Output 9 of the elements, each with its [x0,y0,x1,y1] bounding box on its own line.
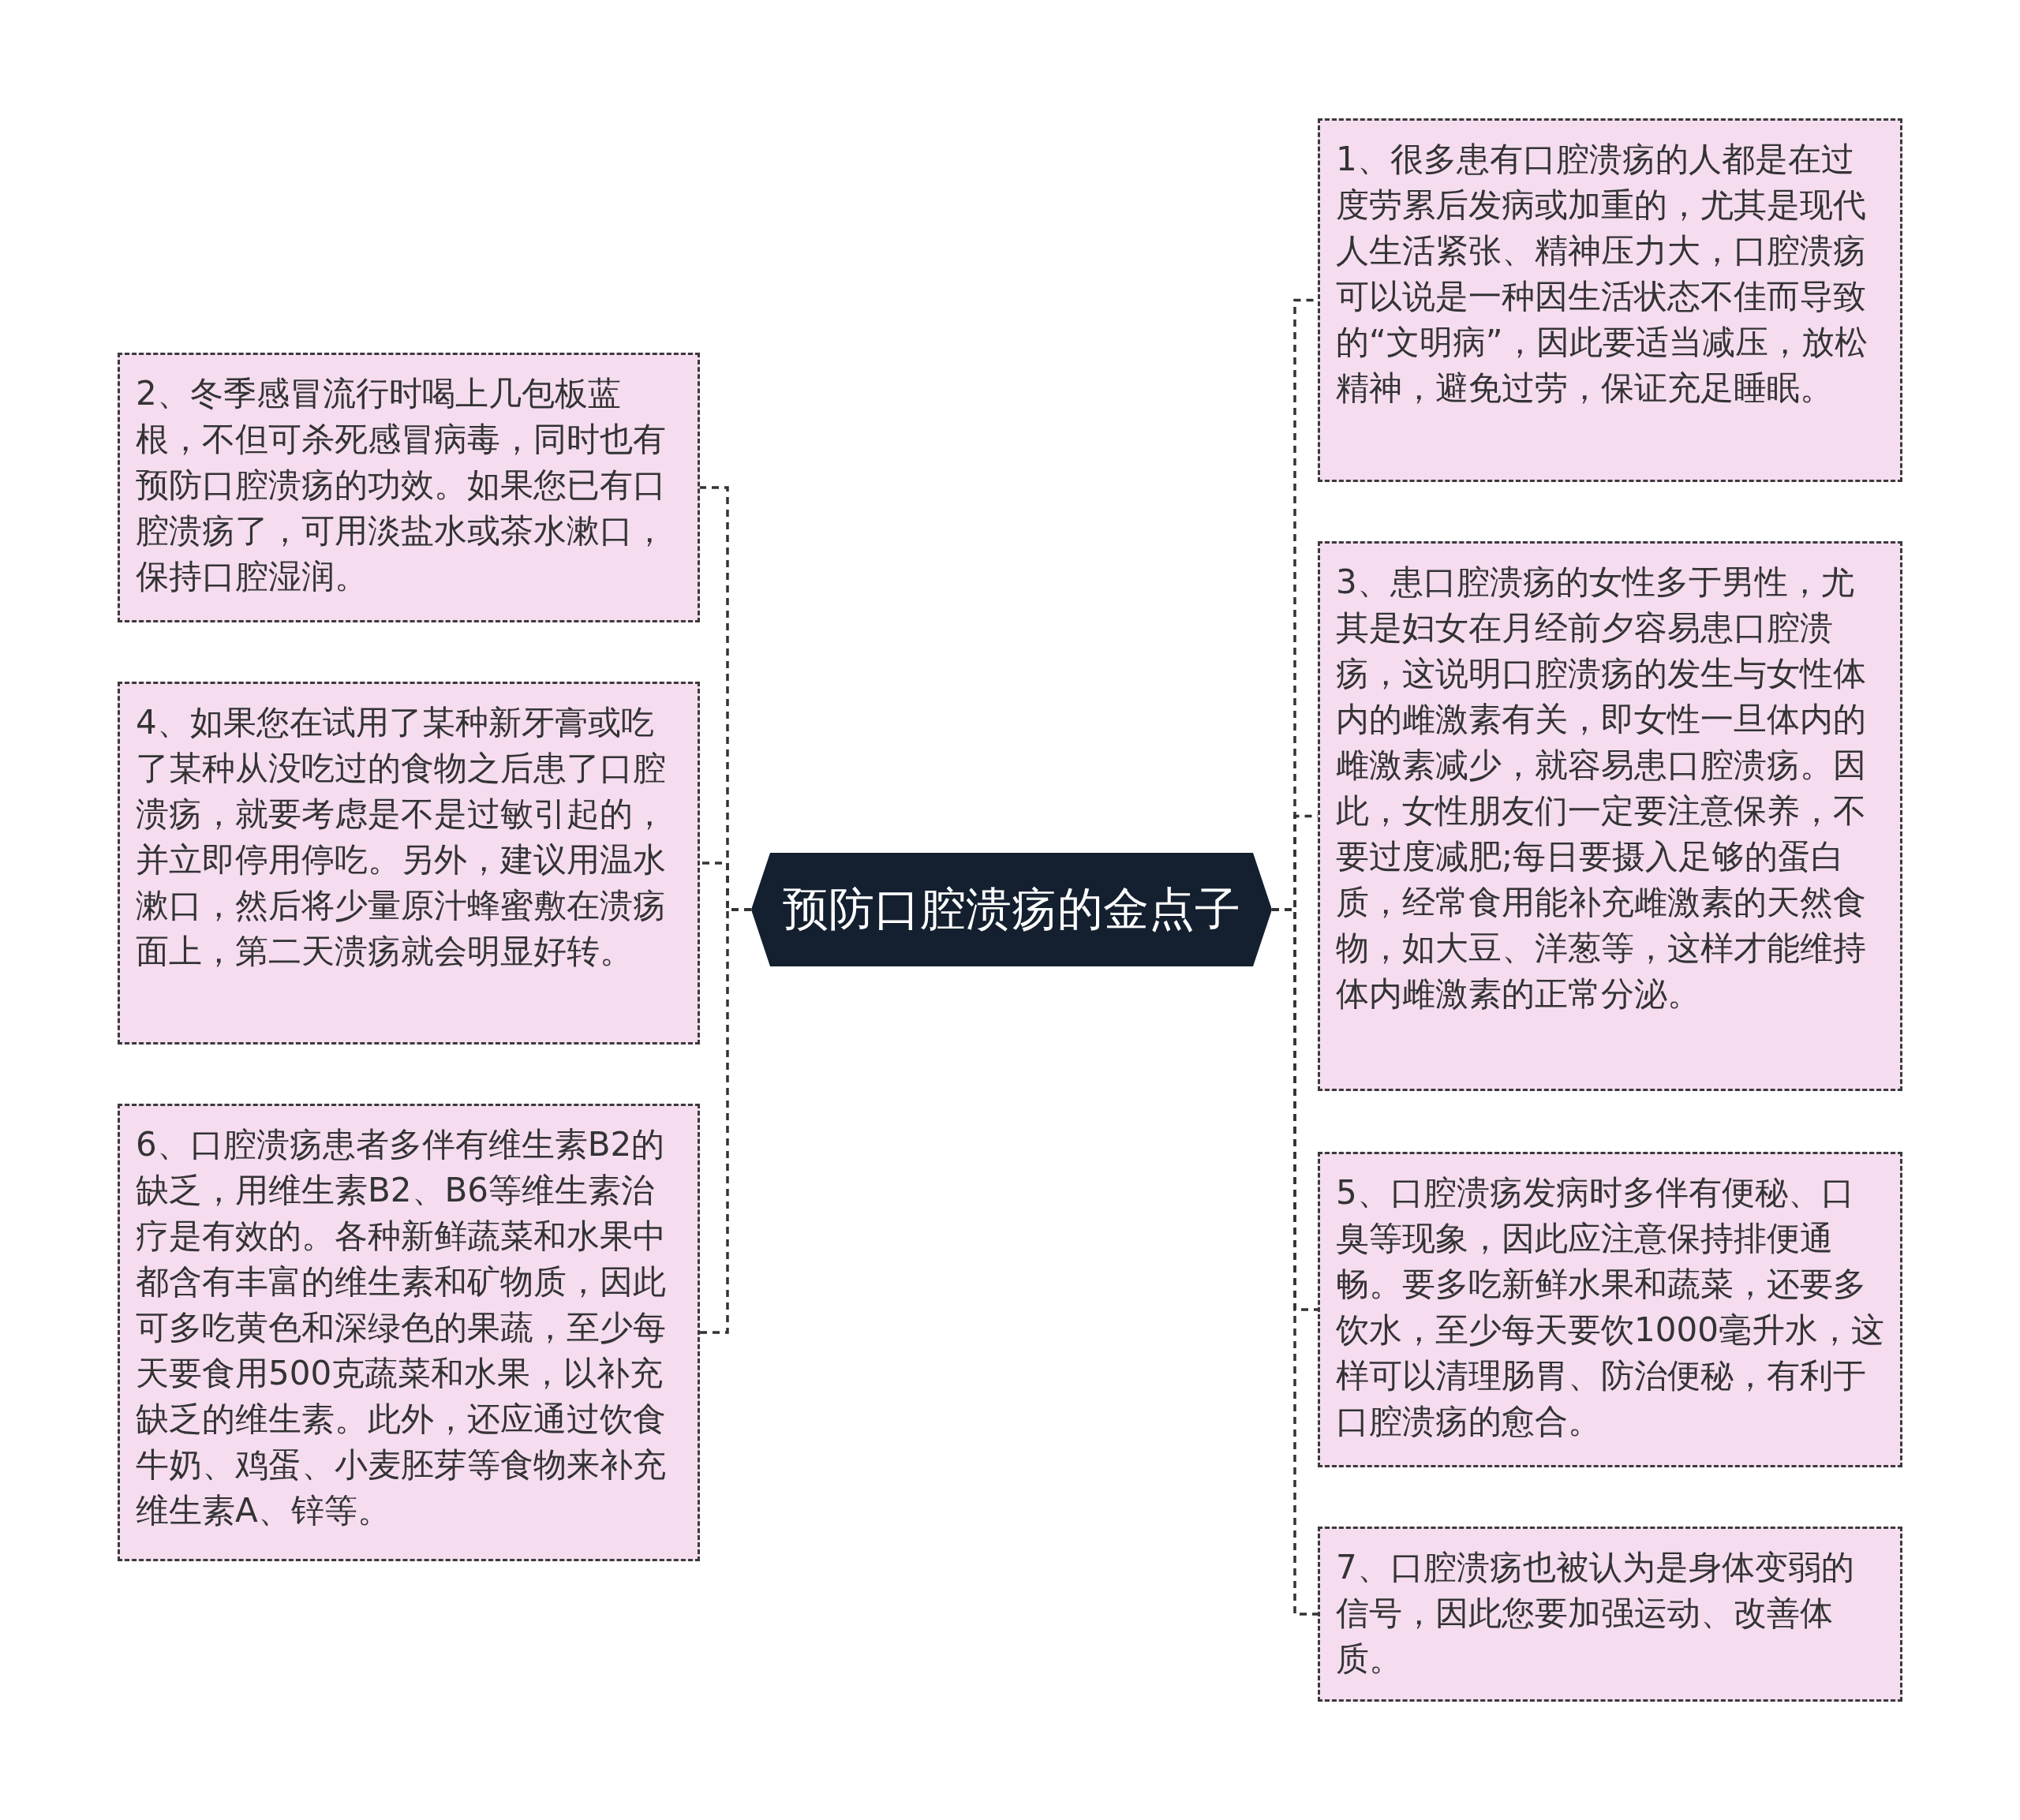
text-box: 4、如果您在试用了某种新牙膏或吃了某种从没吃过的食物之后患了口腔溃疡，就要考虑是不是过敏引起的，并立即停用停吃。另外，建议用温水漱口，然后将少量原汁蜂蜜敷在溃疡面上，第二天溃疡就会明显好转。 [118,682,700,1045]
connector-line [700,908,751,1334]
text-box: 7、口腔溃疡也被认为是身体变弱的信号，因此您要加强运动、改善体质。 [1318,1527,1902,1702]
text-box: 5、口腔溃疡发病时多伴有便秘、口臭等现象，因此应注意保持排便通畅。要多吃新鲜水果和蔬菜，还要多饮水，至少每天要饮1000毫升水，这样可以清理肠胃、防治便秘，有利于口腔溃疡的愈合。 [1318,1152,1902,1467]
topic-hexagon: 预防口腔溃疡的金点子 [751,853,1272,966]
text-box: 1、很多患有口腔溃疡的人都是在过度劳累后发病或加重的，尤其是现代人生活紧张、精神压力大，口腔溃疡可以说是一种因生活状态不佳而导致的“文明病”，因此要适当减压，放松精神，避免过劳，保证充足睡眠。 [1318,118,1902,482]
text-box: 3、患口腔溃疡的女性多于男性，尤其是妇女在月经前夕容易患口腔溃疡，这说明口腔溃疡的发生与女性体内的雌激素有关，即女性一旦体内的雌激素减少，就容易患口腔溃疡。因此，女性朋友们一定要注意保养，不要过度减肥;每日要摄入足够的蛋白质，经常食用能补充雌激素的天然食物，如大豆、洋葱等，这样才能维持体内雌激素的正常分泌。 [1318,541,1902,1091]
text-box: 6、口腔溃疡患者多伴有维生素B2的缺乏，用维生素B2、B6等维生素治疗是有效的。各种新鲜蔬菜和水果中都含有丰富的维生素和矿物质，因此可多吃黄色和深绿色的果蔬，至少每天要食用500克蔬菜和水果，以补充缺乏的维生素。此外，还应通过饮食牛奶、鸡蛋、小麦胚芽等食物来补充维生素A、锌等。 [118,1104,700,1561]
text-box: 2、冬季感冒流行时喝上几包板蓝根，不但可杀死感冒病毒，同时也有预防口腔溃疡的功效。如果您已有口腔溃疡了，可用淡盐水或茶水漱口，保持口腔湿润。 [118,353,700,622]
